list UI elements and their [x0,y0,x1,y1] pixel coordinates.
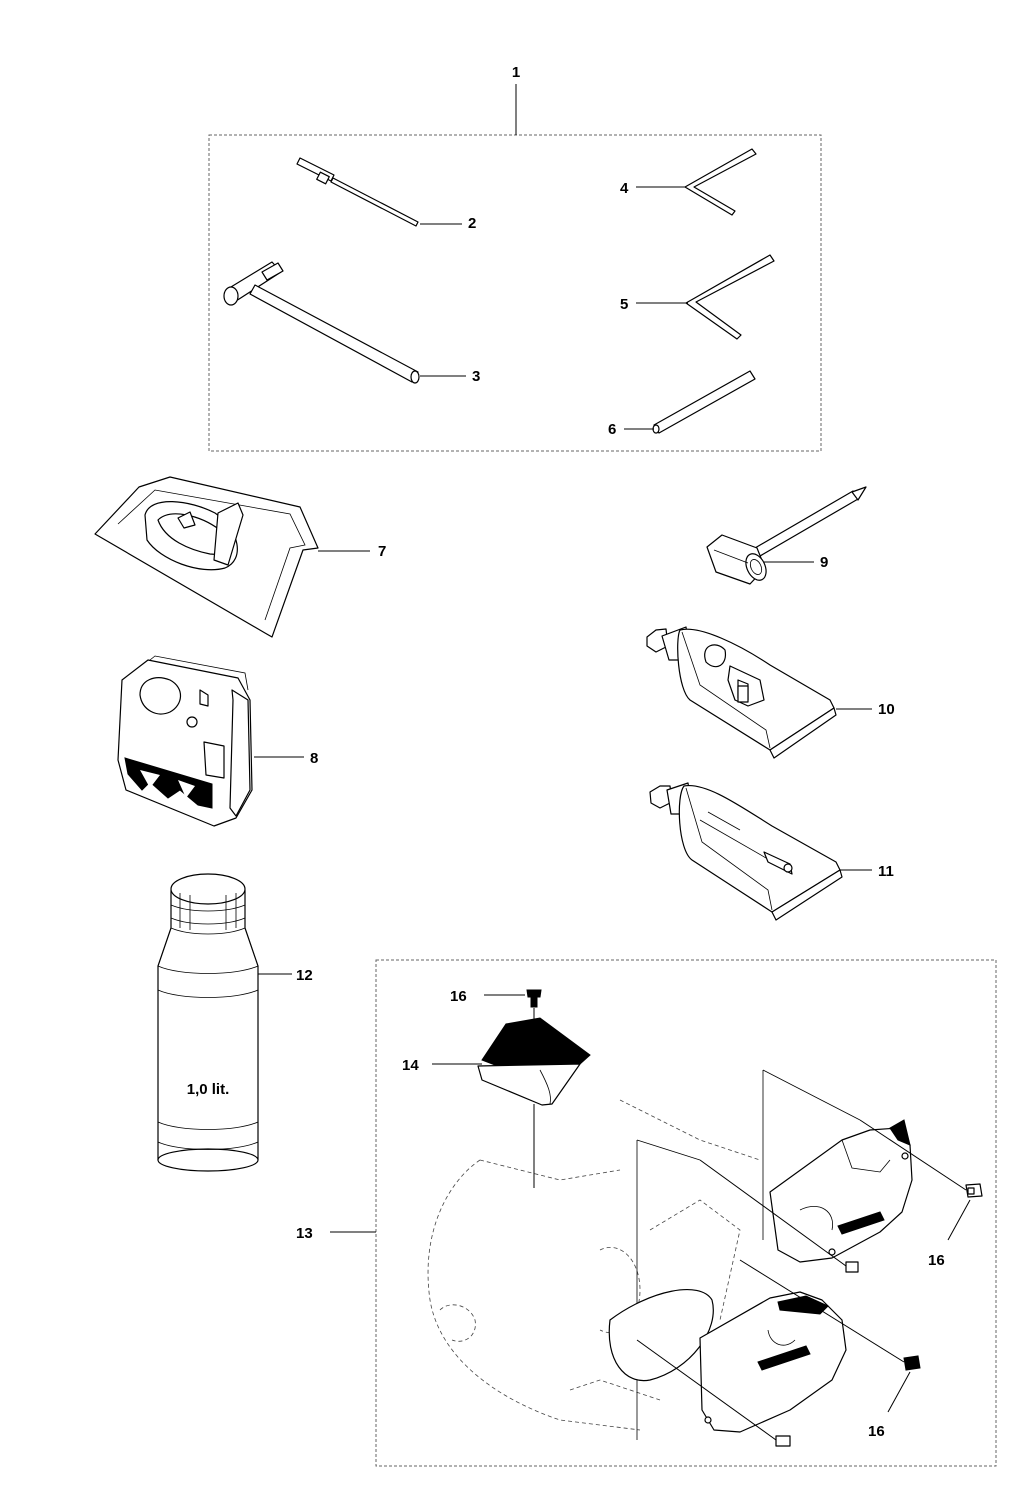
part-16-screw-lower-right [903,1355,921,1371]
leader-screw-bottom [636,1339,777,1441]
part-16-screw-mid [845,1261,859,1273]
callout-7: 7 [378,543,386,560]
part-9-combination-spanner [706,486,867,585]
part-12-oil-bottle [157,873,259,1172]
leader-16-lower-label [887,1371,911,1413]
callout-6: 6 [608,421,616,438]
tool-kit-frame [208,134,822,452]
part-5-hex-key [685,254,775,340]
part-2-screwdriver [296,157,419,227]
callout-13: 13 [296,1225,313,1242]
part-11-grease-tube [649,782,843,921]
bottle-volume-label: 1,0 lit. [187,1081,230,1098]
callout-11: 11 [878,863,894,880]
callout-4: 4 [620,180,629,197]
chain-guard-upper [769,1119,913,1263]
part-3-t-wrench [223,261,420,384]
part-16-screw-top [526,989,542,1008]
part-16-screw-right [965,1183,983,1198]
callout-16-top: 16 [450,988,467,1005]
callout-1: 1 [512,64,520,81]
callout-14: 14 [402,1057,419,1074]
part-14-cap [477,1017,591,1106]
callout-3: 3 [472,368,480,385]
leader-screw-mid [699,1159,847,1267]
part-10-grease-tube [646,626,837,759]
leader-16-lower [739,1259,905,1363]
part-6-pin [652,370,756,434]
callout-9: 9 [820,554,828,571]
callout-8: 8 [310,750,318,767]
callout-16-right: 16 [928,1252,945,1269]
part-4-hex-key [684,148,757,216]
callout-5: 5 [620,296,628,313]
leader-16-right [859,1119,967,1191]
chain-guard-lower [699,1291,847,1433]
leader-16-right-label [947,1199,971,1241]
part-16-screw-bottom [775,1435,791,1447]
part-7-cover [94,476,319,638]
callout-12: 12 [296,967,313,984]
callout-2: 2 [468,215,476,232]
callout-10: 10 [878,701,895,718]
guard-kit-frame [375,959,997,1467]
callout-16-lower: 16 [868,1423,885,1440]
part-8-air-filter [117,655,253,827]
